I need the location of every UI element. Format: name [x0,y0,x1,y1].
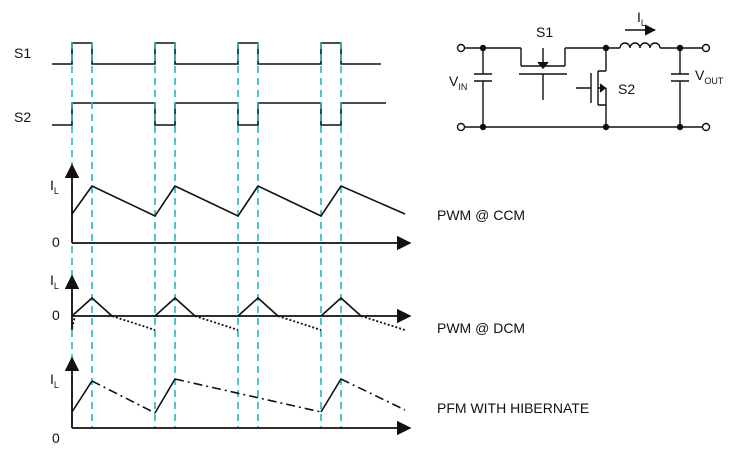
junction-dot [676,44,684,52]
ccm-mode-label: PWM @ CCM [437,207,525,223]
s2-waveform [52,102,386,126]
pfm-il-label: IL [50,371,59,390]
s2-signal-label: S2 [14,109,31,125]
ccm-zero-label: 0 [52,234,60,250]
schematic-s1-label: S1 [536,24,553,40]
vin-plus-terminal [456,43,466,53]
output-capacitor [671,48,689,127]
dcm-mode-label: PWM @ DCM [437,320,525,336]
ccm-panel: IL 0 PWM @ CCM [50,163,525,251]
ccm-inductor-current [71,184,406,218]
schematic-vout-label: VOUT [695,67,724,86]
pfm-mode-label: PFM WITH HIBERNATE [437,400,589,416]
dcm-panel: IL 0 PWM @ DCM [50,272,525,336]
pfm-panel: IL 0 PFM WITH HIBERNATE [50,356,589,446]
junction-dot [602,123,610,131]
ccm-il-label: IL [50,177,59,196]
dcm-il-label: IL [50,272,59,291]
schematic-s2-label: S2 [618,81,635,97]
inductor [619,42,661,49]
timing-markers [71,42,342,428]
s2-arrow [599,83,607,93]
pfm-ramp-up [71,378,342,414]
dcm-inductor-current [71,296,362,317]
junction-dot [676,123,684,131]
s1-mosfet [519,48,567,100]
vout-plus-terminal [701,43,711,53]
dcm-zero-label: 0 [52,307,60,323]
s1-signal-label: S1 [14,45,31,61]
s1-arrow [537,61,549,70]
vin-minus-terminal [456,122,466,132]
junction-dot [479,44,487,52]
junction-dot [602,44,610,52]
input-capacitor [474,48,492,127]
pfm-hibernate-decay [91,378,406,414]
schematic-il-label: IL [637,9,646,28]
junction-dot [479,123,487,131]
s1-waveform [52,42,381,65]
buck-converter-schematic [456,24,711,132]
vout-minus-terminal [701,122,711,132]
pfm-zero-label: 0 [52,430,60,446]
schematic-vin-label: VIN [449,73,467,92]
